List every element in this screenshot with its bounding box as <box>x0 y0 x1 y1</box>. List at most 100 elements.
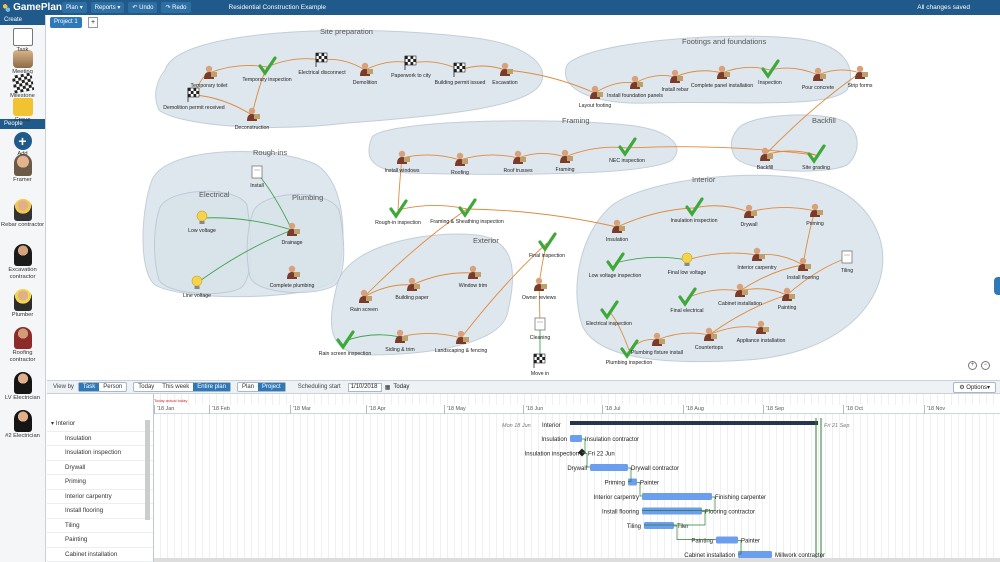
dependency-link[interactable] <box>363 284 413 298</box>
node-appliance-installation[interactable]: Appliance installation <box>737 320 786 344</box>
node-countertops[interactable]: Countertops <box>695 327 724 351</box>
dependency-link[interactable] <box>693 205 750 213</box>
node-excavation[interactable]: Excavation <box>492 62 518 86</box>
node-final-electrical[interactable]: Final electrical <box>670 287 704 314</box>
node-rain-screen[interactable]: Rain screen <box>350 289 378 313</box>
table-row[interactable]: Painting <box>47 533 153 548</box>
node-insulation[interactable]: Insulation <box>606 219 628 243</box>
node-demolition-permit-received[interactable]: Demolition permit received <box>163 87 225 111</box>
node-electrical-inspection[interactable]: Electrical inspection <box>586 300 632 327</box>
task-bar[interactable] <box>628 478 637 486</box>
dependency-link[interactable] <box>686 252 758 261</box>
dependency-link[interactable] <box>817 69 861 76</box>
node-plumbing-fixture-install[interactable]: Plumbing fixture install <box>631 332 683 356</box>
plan-scope-button[interactable]: Plan <box>241 384 254 390</box>
node-temporary-toilet[interactable]: Temporary toilet <box>191 65 228 89</box>
view-person-button[interactable]: Person <box>103 384 123 390</box>
node-cleaning[interactable]: Cleaning <box>530 317 551 341</box>
node-temporary-inspection[interactable]: Temporary inspection <box>242 56 292 83</box>
node-deconstruction[interactable]: Deconstruction <box>235 107 270 131</box>
node-tiling[interactable]: Tiling <box>841 250 853 274</box>
table-row[interactable]: Insulation <box>47 432 153 446</box>
group-framing[interactable] <box>368 120 678 175</box>
tab-project-1[interactable]: Project 1 <box>50 17 82 28</box>
task-bar[interactable] <box>642 493 712 500</box>
dependency-link[interactable] <box>594 82 636 94</box>
dependency-link[interactable] <box>656 332 710 341</box>
node-low-voltage[interactable]: Low voltage <box>188 210 216 234</box>
dependency-link[interactable] <box>634 75 676 84</box>
node-painting[interactable]: Painting <box>778 287 797 311</box>
node-install-rebar[interactable]: Install rebar <box>661 69 689 93</box>
task-bar[interactable] <box>590 464 628 471</box>
gantt-horizontal-scrollbar[interactable] <box>154 558 1000 562</box>
task-bar[interactable] <box>644 522 674 529</box>
node-install-windows[interactable]: Install windows <box>385 150 420 174</box>
group-summary-bar[interactable] <box>570 421 818 425</box>
node-plumbing-inspection[interactable]: Plumbing inspection <box>606 339 653 366</box>
node-building-paper[interactable]: Building paper <box>395 277 429 301</box>
node-rain-screen-inspection[interactable]: Rain screen inspection <box>319 330 372 357</box>
node-paperwork-to-city[interactable]: Paperwork to city <box>391 55 431 79</box>
node-framing-sheathing-inspection[interactable]: Framing & Sheathing inspection <box>430 198 504 225</box>
node-complete-panel-installation[interactable]: Complete panel installation <box>691 65 753 89</box>
node-rough-in-inspection[interactable]: Rough-in inspection <box>375 199 421 226</box>
node-site-grading[interactable]: Site grading <box>802 144 830 171</box>
node-insulation-inspection[interactable]: Insulation inspection <box>670 197 718 224</box>
node-window-trim[interactable]: Window trim <box>459 265 488 289</box>
redo-button[interactable]: ↷ Redo <box>161 2 191 13</box>
task-list-scrollbar[interactable] <box>145 420 150 520</box>
table-row[interactable]: Drywall <box>47 461 153 475</box>
table-row[interactable]: Install flooring <box>47 504 153 519</box>
node-low-voltage-inspection[interactable]: Low voltage inspection <box>589 252 642 279</box>
group-electrical[interactable] <box>154 190 252 295</box>
gantt-chart[interactable]: Today actual today '18 Jan'18 Feb'18 Mar… <box>154 394 1000 562</box>
dependency-link[interactable] <box>748 207 816 213</box>
group-plumbing[interactable] <box>246 194 345 293</box>
document-title[interactable]: Residential Construction Example <box>228 4 327 11</box>
node-install-flooring[interactable]: Install flooring <box>787 257 819 281</box>
node-cabinet-installation[interactable]: Cabinet installation <box>718 283 762 307</box>
dependency-link[interactable] <box>460 242 548 339</box>
group-exterior[interactable] <box>331 233 513 356</box>
zoom-out-icon[interactable]: − <box>981 361 990 370</box>
plan-menu-button[interactable]: Plan ▾ <box>62 2 87 13</box>
zoom-in-icon[interactable]: + <box>968 361 977 370</box>
chevron-down-icon[interactable]: ▾ <box>51 420 55 427</box>
dependency-link[interactable] <box>411 272 474 286</box>
node-demolition[interactable]: Demolition <box>353 62 378 86</box>
create-item-1[interactable]: Meeting <box>0 47 45 75</box>
this-week-button[interactable]: This week <box>162 384 190 390</box>
project-scope-button[interactable]: Project <box>258 383 285 391</box>
node-complete-plumbing[interactable]: Complete plumbing <box>270 265 315 289</box>
node-final-low-voltage[interactable]: Final low voltage <box>668 252 707 276</box>
calendar-icon[interactable]: ▦ <box>384 384 391 391</box>
dependency-link[interactable] <box>401 154 461 161</box>
dependency-link[interactable] <box>517 153 566 159</box>
node-move-in[interactable]: Move in <box>531 353 549 377</box>
task-bar[interactable] <box>738 551 772 558</box>
dependency-link[interactable] <box>764 150 817 156</box>
people-item-5[interactable]: Roofing contractor <box>0 324 45 369</box>
node-framing[interactable]: Framing <box>555 149 575 173</box>
node-owner-reviews[interactable]: Owner reviews <box>522 277 557 301</box>
entire-plan-button[interactable]: Entire plan <box>193 383 230 391</box>
dependency-link[interactable] <box>397 205 468 211</box>
table-row[interactable]: Priming <box>47 475 153 490</box>
node-roof-trusses[interactable]: Roof trusses <box>503 150 533 174</box>
task-bar[interactable] <box>642 507 702 515</box>
add-tab-button[interactable]: + <box>88 17 98 28</box>
group-interior[interactable] <box>576 174 884 363</box>
options-button[interactable]: ⚙ Options▾ <box>953 381 996 393</box>
dependency-link[interactable] <box>399 333 462 339</box>
reports-menu-button[interactable]: Reports ▾ <box>90 2 125 13</box>
dependency-link[interactable] <box>708 294 788 336</box>
node-layout-footing[interactable]: Layout footing <box>579 85 612 109</box>
